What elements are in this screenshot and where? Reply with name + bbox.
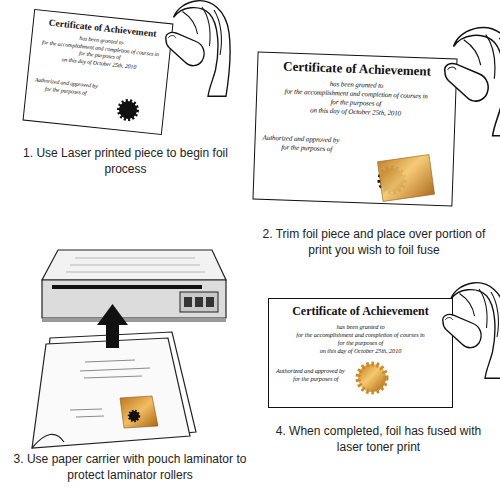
signature-line: Authorized and approved by	[273, 367, 448, 375]
certificate-sheet: Certificate of Achievementhas been grant…	[23, 9, 174, 135]
paper-carrier	[32, 332, 196, 448]
certificate-line: for the purposes of	[273, 339, 448, 347]
hand-illustration	[174, 1, 231, 97]
hand-illustration	[454, 27, 500, 135]
thumb-illustration	[445, 64, 488, 102]
certificate-line: on this day of October 25th, 2010	[273, 347, 448, 355]
step-caption: 3. Use paper carrier with pouch laminato…	[10, 452, 250, 483]
thumb-illustration	[443, 315, 481, 348]
certificate-line: on this day of October 25th, 2010	[260, 105, 450, 121]
certificate-title: Certificate of Achievement	[273, 304, 448, 320]
pouch-laminator	[42, 250, 226, 322]
step-caption: 1. Use Laser printed piece to begin foil…	[18, 146, 233, 177]
signature-line: for the purposes of	[273, 375, 448, 383]
gold-seal	[358, 364, 386, 392]
hand-illustration	[451, 283, 500, 379]
seal-symbol	[119, 101, 137, 119]
thumb-illustration	[166, 33, 204, 66]
step-caption: 2. Trim foil piece and place over portio…	[255, 227, 493, 258]
step-caption: 4. When completed, foil has fused with l…	[266, 424, 491, 455]
seal-symbol	[380, 168, 404, 192]
foil-piece	[377, 155, 434, 202]
certificate-line: for the accomplishment and completion of…	[273, 331, 448, 339]
feed-arrow	[97, 304, 128, 348]
certificate-title: Certificate of Achievement	[262, 58, 452, 82]
certificate-line: has been granted to	[273, 323, 448, 331]
signature-line: for the purposes of	[259, 143, 449, 159]
certificate-sheet: Certificate of Achievement has been grant…	[268, 298, 453, 408]
certificate-sheet: Certificate of Achievementhas been grant…	[252, 52, 457, 207]
